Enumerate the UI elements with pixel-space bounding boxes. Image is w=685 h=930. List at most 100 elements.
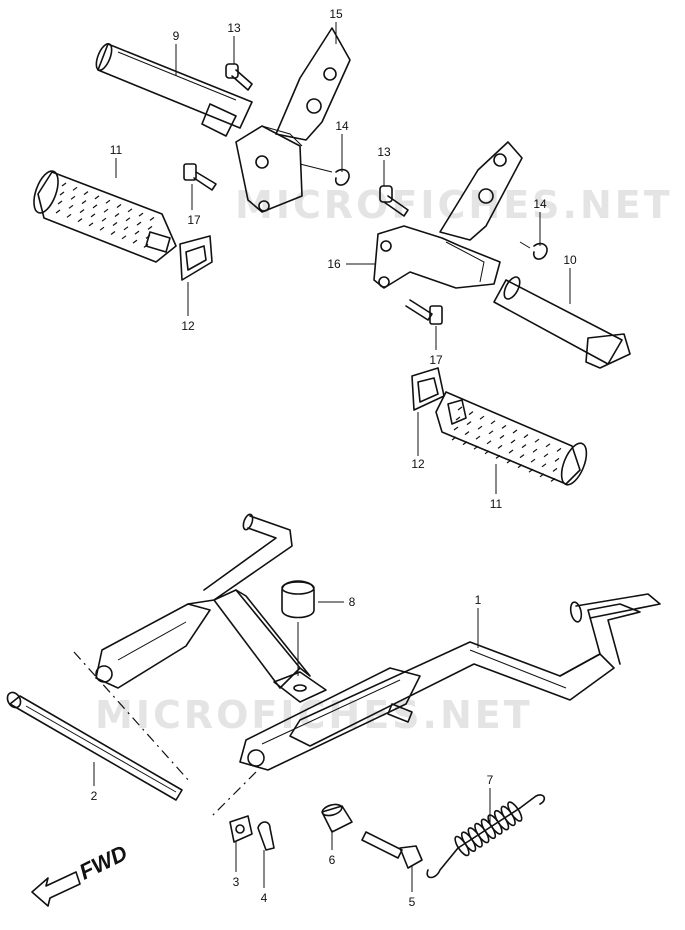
grip-knob xyxy=(495,454,501,459)
grip-knob xyxy=(497,444,503,449)
pin-left xyxy=(225,63,253,91)
grip-knob xyxy=(510,439,516,444)
footrest-peg-left xyxy=(95,43,253,137)
washer-left xyxy=(179,235,213,281)
grip-knob xyxy=(136,221,142,226)
main-stand xyxy=(95,513,661,771)
grip-knob xyxy=(490,420,496,425)
grip-knob xyxy=(519,454,525,459)
grip-knob xyxy=(528,468,534,473)
footrest-rubber-left xyxy=(33,170,177,263)
grip-knob xyxy=(68,204,74,209)
callout-6: 6 xyxy=(329,853,336,867)
grip-knob xyxy=(57,200,63,205)
grip-knob xyxy=(81,200,87,205)
grip-knob xyxy=(134,230,140,235)
pivot-shaft xyxy=(6,691,183,801)
grip-knob xyxy=(145,234,151,239)
grip-knob xyxy=(473,445,479,450)
callout-8: 8 xyxy=(349,595,356,609)
bracket-left xyxy=(235,27,351,213)
bolt-right xyxy=(405,299,443,325)
grip-knob xyxy=(484,450,490,455)
grip-knob xyxy=(486,440,492,445)
callout-14-left: 14 xyxy=(335,119,349,133)
grip-knob xyxy=(512,429,518,434)
callout-4: 4 xyxy=(261,891,268,905)
grip-knob xyxy=(453,426,459,431)
grip-knob xyxy=(66,213,72,218)
grip-knob xyxy=(103,208,109,213)
grip-knob xyxy=(532,448,538,453)
callout-5: 5 xyxy=(409,895,416,909)
grip-knob xyxy=(517,464,523,469)
callout-10: 10 xyxy=(563,253,577,267)
leader-lines xyxy=(93,22,571,892)
stand-bolt xyxy=(361,831,423,869)
grip-knob xyxy=(477,425,483,430)
grip-knob xyxy=(70,195,76,200)
grip-knob xyxy=(105,199,111,204)
grip-knob xyxy=(455,416,461,421)
collar xyxy=(321,803,353,833)
grip-knob xyxy=(464,431,470,436)
watermark-upper: MICROFICHES.NET xyxy=(235,183,673,227)
callout-13-right: 13 xyxy=(377,145,391,159)
grip-knob xyxy=(55,209,61,214)
spring-coil-turn xyxy=(507,801,523,822)
grip-knob xyxy=(552,467,558,472)
callout-17-right: 17 xyxy=(429,353,443,367)
grip-knob xyxy=(475,435,481,440)
grip-knob xyxy=(88,222,94,227)
grip-knob xyxy=(92,204,98,209)
callout-2: 2 xyxy=(91,789,98,803)
grip-knob xyxy=(543,453,549,458)
grip-knob xyxy=(149,216,155,221)
grip-knob xyxy=(451,436,457,441)
grip-knob xyxy=(83,191,89,196)
grip-knob xyxy=(125,217,131,222)
callout-17-left: 17 xyxy=(187,213,201,227)
grip-knob xyxy=(554,457,560,462)
grip-knob xyxy=(61,182,67,187)
rubber-stopper xyxy=(281,580,315,676)
clip-left xyxy=(299,163,350,186)
footrest-rubber-right xyxy=(435,391,588,486)
grip-knob xyxy=(72,186,78,191)
grip-knob xyxy=(539,473,545,478)
assembly-line-lower xyxy=(211,771,257,817)
grip-knob xyxy=(101,217,107,222)
grip-knob xyxy=(147,225,153,230)
callout-12-left: 12 xyxy=(181,319,195,333)
grip-knob xyxy=(123,226,129,231)
grip-knob xyxy=(530,458,536,463)
grip-knob xyxy=(143,243,149,248)
grip-knob xyxy=(462,441,468,446)
grip-knob xyxy=(59,191,65,196)
grip-knob xyxy=(508,449,514,454)
grip-knob xyxy=(550,477,556,482)
grip-knob xyxy=(127,208,133,213)
callout-9: 9 xyxy=(173,29,180,43)
forward-direction-arrow: FWD xyxy=(31,840,131,907)
footrest-peg-right xyxy=(493,276,631,369)
grip-knob xyxy=(94,195,100,200)
grip-knob xyxy=(534,438,540,443)
callout-15: 15 xyxy=(329,7,343,21)
grip-knob xyxy=(541,463,547,468)
clip-right xyxy=(519,241,548,260)
callout-14-right: 14 xyxy=(533,197,547,211)
grip-knob xyxy=(121,235,127,240)
grip-knob xyxy=(488,430,494,435)
grip-knob xyxy=(501,424,507,429)
bolt-left xyxy=(183,163,217,191)
callout-1: 1 xyxy=(475,593,482,607)
callout-12-right: 12 xyxy=(411,457,425,471)
washer xyxy=(229,815,253,843)
callout-3: 3 xyxy=(233,875,240,889)
grip-knob xyxy=(545,443,551,448)
grip-knob xyxy=(90,213,96,218)
callout-16: 16 xyxy=(327,257,341,271)
grip-knob xyxy=(132,239,138,244)
